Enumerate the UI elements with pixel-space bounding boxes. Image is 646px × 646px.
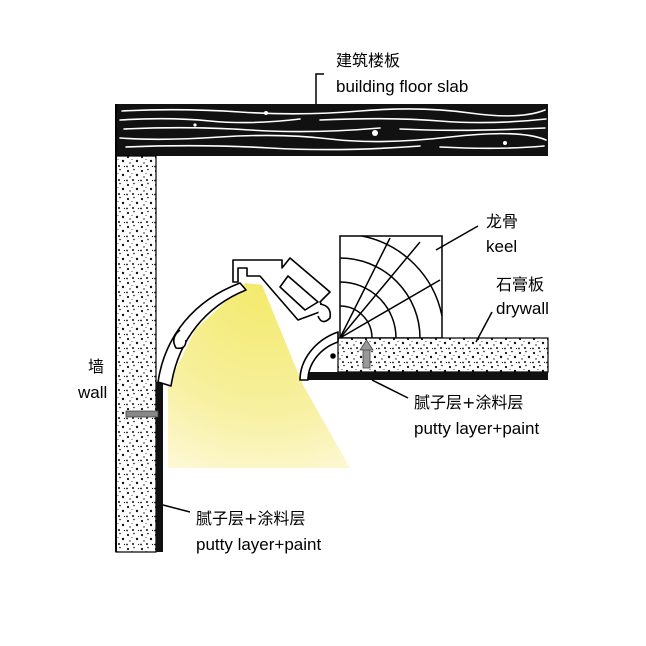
drywall-label-cn: 石膏板 [496, 275, 544, 294]
aluminum-profile [157, 257, 339, 387]
wall-putty-layer [156, 382, 163, 552]
keel-leader [435, 225, 479, 251]
putty-right-label-en: putty layer+paint [414, 419, 539, 438]
putty-bottom-leader [162, 504, 191, 513]
wall-label-en: wall [77, 383, 107, 402]
wall-anchor [125, 410, 159, 418]
putty-bottom-label-cn: 腻子层+涂料层 [196, 509, 305, 528]
keel-label-cn: 龙骨 [486, 212, 518, 231]
drywall-label-en: drywall [496, 299, 549, 318]
keel [339, 235, 443, 339]
wall [115, 104, 157, 553]
drywall-board [337, 337, 549, 373]
keel-label-en: keel [486, 237, 517, 256]
drywall-leader [475, 311, 493, 343]
floor-slab-label-en: building floor slab [336, 77, 468, 96]
putty-right-label-cn: 腻子层+涂料层 [414, 393, 523, 412]
ceiling-putty-layer [300, 372, 548, 380]
putty-bottom-label-en: putty layer+paint [196, 535, 321, 554]
light-beam [168, 283, 350, 468]
floor-slab-leader [315, 73, 324, 104]
floor-slab-label-cn: 建筑楼板 [336, 51, 400, 70]
wall-label-cn: 墙 [88, 357, 104, 376]
floor-slab [116, 104, 548, 156]
drywall-screw [359, 339, 374, 369]
putty-right-leader [371, 379, 409, 399]
